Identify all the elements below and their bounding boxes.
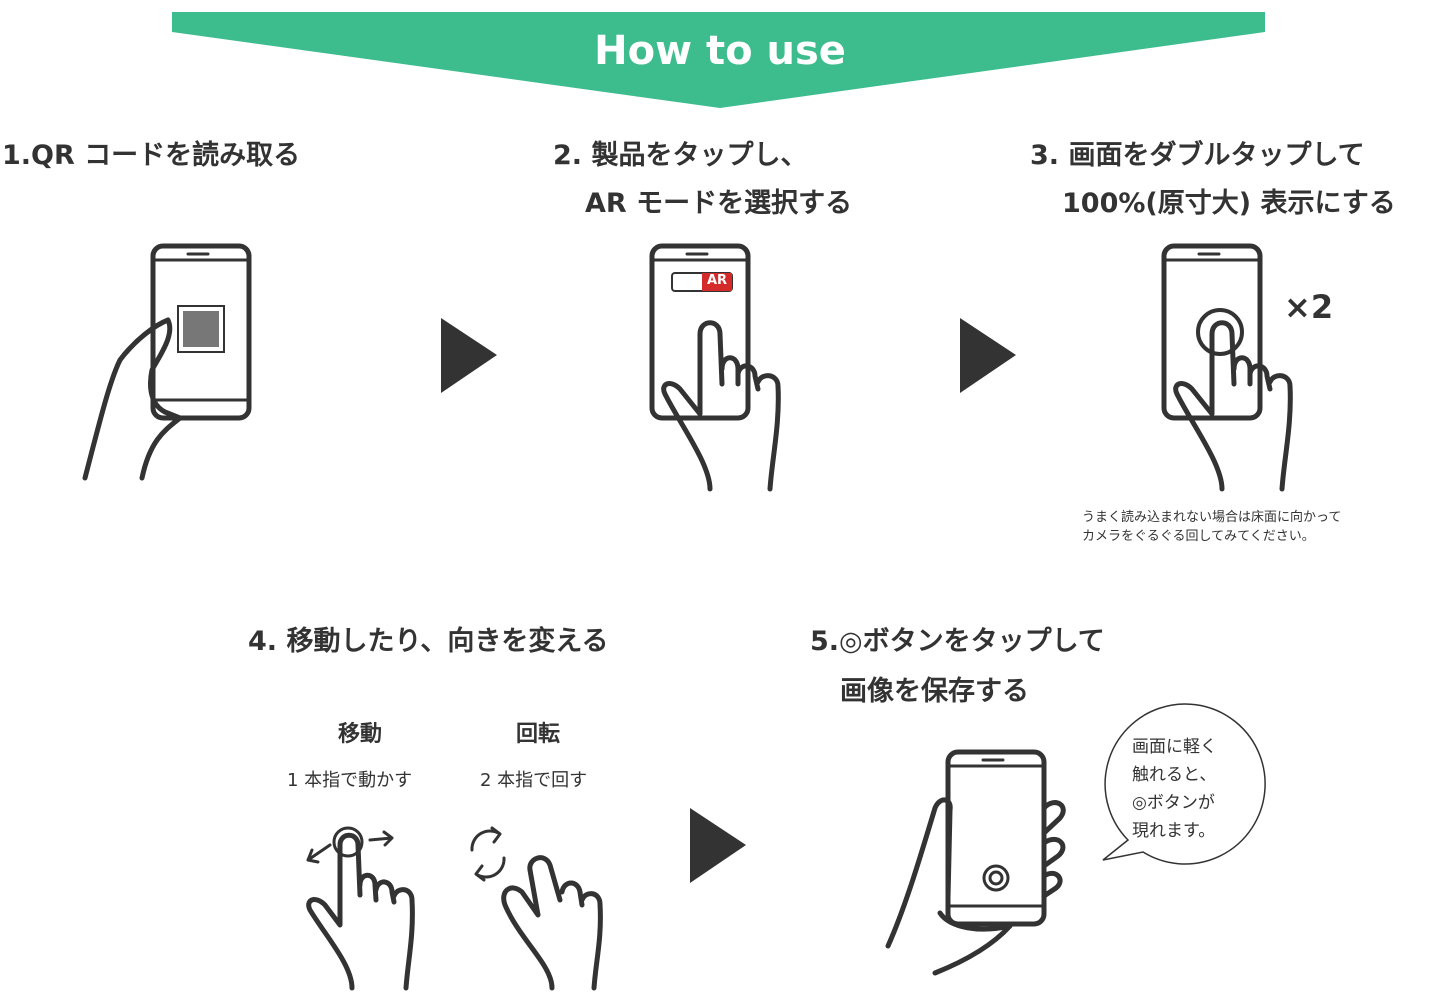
step5-title-line2: 画像を保存する: [840, 676, 1029, 707]
step3-note-line1: うまく読み込まれない場合は床面に向かって: [1082, 510, 1342, 525]
bubble-line: 現れます。: [1132, 821, 1216, 841]
speech-bubble-text: 画面に軽く 触れると、 ◎ボタンが 現れます。: [1132, 733, 1217, 845]
bubble-line: ◎ボタンが: [1132, 793, 1215, 813]
move-gesture-illustration: [306, 826, 415, 991]
step1-title: 1.QR コードを読み取る: [2, 140, 301, 171]
rotate-label: 回転: [516, 722, 561, 747]
step4-title: 4. 移動したり、向きを変える: [248, 626, 609, 657]
bubble-line: 画面に軽く: [1132, 737, 1217, 757]
banner-title: How to use: [594, 28, 846, 74]
step2-title-line1: 2. 製品をタップし、: [553, 140, 808, 171]
double-tap-multiplier: ×2: [1284, 288, 1334, 326]
bubble-line: 触れると、: [1132, 765, 1217, 785]
step3-note-line2: カメラをぐるぐる回してみてください。: [1082, 529, 1315, 544]
step5-title-line1: 5.◎ボタンをタップして: [810, 626, 1105, 657]
ar-badge: AR: [706, 273, 728, 288]
step2-title-line2: AR モードを選択する: [585, 188, 853, 219]
next-arrow-icon: [960, 318, 1016, 393]
banner-shape: [172, 12, 1265, 108]
phone-qr-illustration: [82, 243, 252, 481]
phone-save-illustration: [885, 749, 1066, 976]
phone-double-tap-illustration: [1161, 243, 1293, 492]
next-arrow-icon: [690, 808, 746, 883]
next-arrow-icon: [441, 318, 497, 393]
speech-bubble: [1102, 703, 1266, 865]
move-label: 移動: [338, 722, 383, 747]
step3-title-line2: 100%(原寸大) 表示にする: [1062, 188, 1396, 219]
rotate-desc: 2 本指で回す: [480, 770, 588, 791]
phone-tap-illustration: [649, 243, 781, 492]
rotate-gesture-illustration: [470, 826, 603, 991]
move-desc: 1 本指で動かす: [287, 770, 413, 791]
step3-title-line1: 3. 画面をダブルタップして: [1030, 140, 1365, 171]
